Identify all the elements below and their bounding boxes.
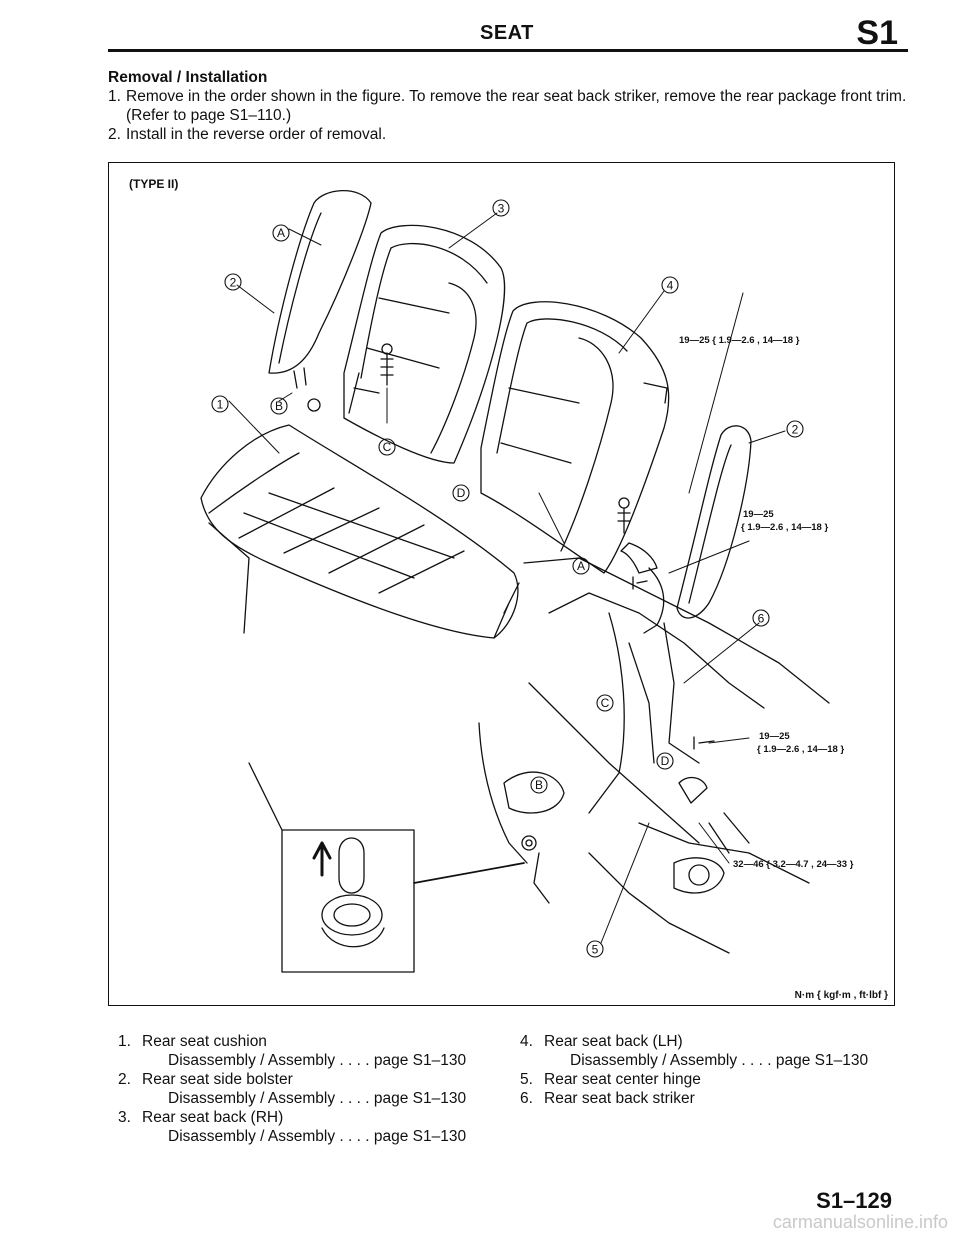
- callout-5: 5: [592, 943, 599, 957]
- parts-legend-right: 4. Rear seat back (LH) Disassembly / Ass…: [520, 1032, 910, 1108]
- callout-6: 6: [758, 612, 765, 626]
- step-text: Install in the reverse order of removal.: [126, 126, 387, 143]
- legend-item: 5. Rear seat center hinge: [520, 1070, 910, 1089]
- legend-label: Rear seat back (LH): [544, 1033, 683, 1050]
- legend-reference: Disassembly / Assembly . . . . page S1–1…: [168, 1052, 467, 1069]
- legend-number: 2.: [118, 1071, 131, 1088]
- seat-illustration: 1 2 3 4 2 6 5 A B C D A C D B 19—25 { 1.…: [200, 190, 854, 973]
- letter-b-bottom: B: [535, 778, 543, 792]
- legend-number: 1.: [118, 1033, 131, 1050]
- legend-label: Rear seat back (RH): [142, 1109, 284, 1126]
- legend-label: Rear seat center hinge: [544, 1071, 701, 1088]
- torque-spec-lower-detail: { 1.9—2.6 , 14—18 }: [757, 744, 844, 755]
- exploded-diagram: 1 2 3 4 2 6 5 A B C D A C D B 19—25 { 1.…: [108, 162, 895, 1006]
- page-title: SEAT: [480, 22, 534, 44]
- inset-detail: [248, 762, 525, 973]
- header-rule: [108, 49, 908, 52]
- torque-spec-hinge: 32—46 { 3.2—4.7 , 24—33 }: [733, 859, 854, 870]
- side-bolster-right: [676, 425, 752, 619]
- legend-label: Rear seat back striker: [544, 1090, 695, 1107]
- callout-markers: 1 2 3 4 2 6 5 A B C D A C D B: [211, 199, 804, 958]
- legend-reference: Disassembly / Assembly . . . . page S1–1…: [168, 1128, 467, 1145]
- torque-spec-top: 19—25 { 1.9—2.6 , 14—18 }: [679, 335, 800, 346]
- letter-b-top: B: [275, 399, 283, 413]
- section-heading: Removal / Installation: [108, 69, 268, 86]
- seat-back-rh: [343, 224, 506, 464]
- legend-label: Rear seat cushion: [142, 1033, 267, 1050]
- figure-type-label: (TYPE II): [129, 177, 179, 191]
- legend-item: 4. Rear seat back (LH): [520, 1032, 910, 1051]
- side-bolster-left: [268, 190, 372, 412]
- legend-reference: Disassembly / Assembly . . . . page S1–1…: [168, 1090, 467, 1107]
- legend-number: 5.: [520, 1071, 533, 1088]
- torque-spec-lower-value: 19—25: [759, 731, 790, 742]
- letter-a-top: A: [277, 226, 285, 240]
- legend-item: 1. Rear seat cushion: [118, 1032, 508, 1051]
- legend-label: Rear seat side bolster: [142, 1071, 293, 1088]
- legend-reference: Disassembly / Assembly . . . . page S1–1…: [570, 1052, 869, 1069]
- callout-2-right: 2: [792, 423, 799, 437]
- legend-number: 4.: [520, 1033, 533, 1050]
- legend-number: 3.: [118, 1109, 131, 1126]
- legend-item: 6. Rear seat back striker: [520, 1089, 910, 1108]
- legend-number: 6.: [520, 1090, 533, 1107]
- page-header: SEAT S1: [108, 14, 908, 54]
- letter-a-bottom: A: [577, 559, 585, 573]
- letter-c-bottom: C: [601, 696, 610, 710]
- section-code: S1: [856, 14, 898, 52]
- body-floor: [478, 557, 830, 954]
- leader-lines: [228, 212, 786, 944]
- legend-item: 3. Rear seat back (RH): [118, 1108, 508, 1127]
- instruction-step: 2. Install in the reverse order of remov…: [108, 125, 908, 144]
- callout-1: 1: [217, 398, 224, 412]
- watermark: carmanualsonline.info: [772, 1212, 948, 1232]
- instructions: Removal / Installation 1. Remove in the …: [108, 68, 908, 144]
- parts-legend-left: 1. Rear seat cushion Disassembly / Assem…: [118, 1032, 508, 1146]
- letter-d-bottom: D: [661, 754, 670, 768]
- fasteners: [380, 343, 715, 851]
- step-number: 1.: [108, 88, 121, 105]
- page-number: S1–129: [816, 1188, 892, 1213]
- legend-item: 2. Rear seat side bolster: [118, 1070, 508, 1089]
- torque-units-note: N·m { kgf·m , ft·lbf }: [794, 990, 888, 1001]
- callout-3: 3: [498, 202, 505, 216]
- letter-d-top: D: [457, 486, 466, 500]
- torque-spec-mid-detail: { 1.9—2.6 , 14—18 }: [741, 522, 828, 533]
- seat-back-lh: [480, 301, 670, 574]
- instruction-step: 1. Remove in the order shown in the figu…: [108, 87, 908, 125]
- callout-4: 4: [667, 279, 674, 293]
- letter-c-top: C: [383, 440, 392, 454]
- step-number: 2.: [108, 126, 121, 143]
- seat-cushion: [200, 424, 520, 639]
- torque-spec-mid-value: 19—25: [743, 509, 774, 520]
- callout-2-left: 2: [230, 276, 237, 290]
- step-text: Remove in the order shown in the figure.…: [126, 88, 907, 124]
